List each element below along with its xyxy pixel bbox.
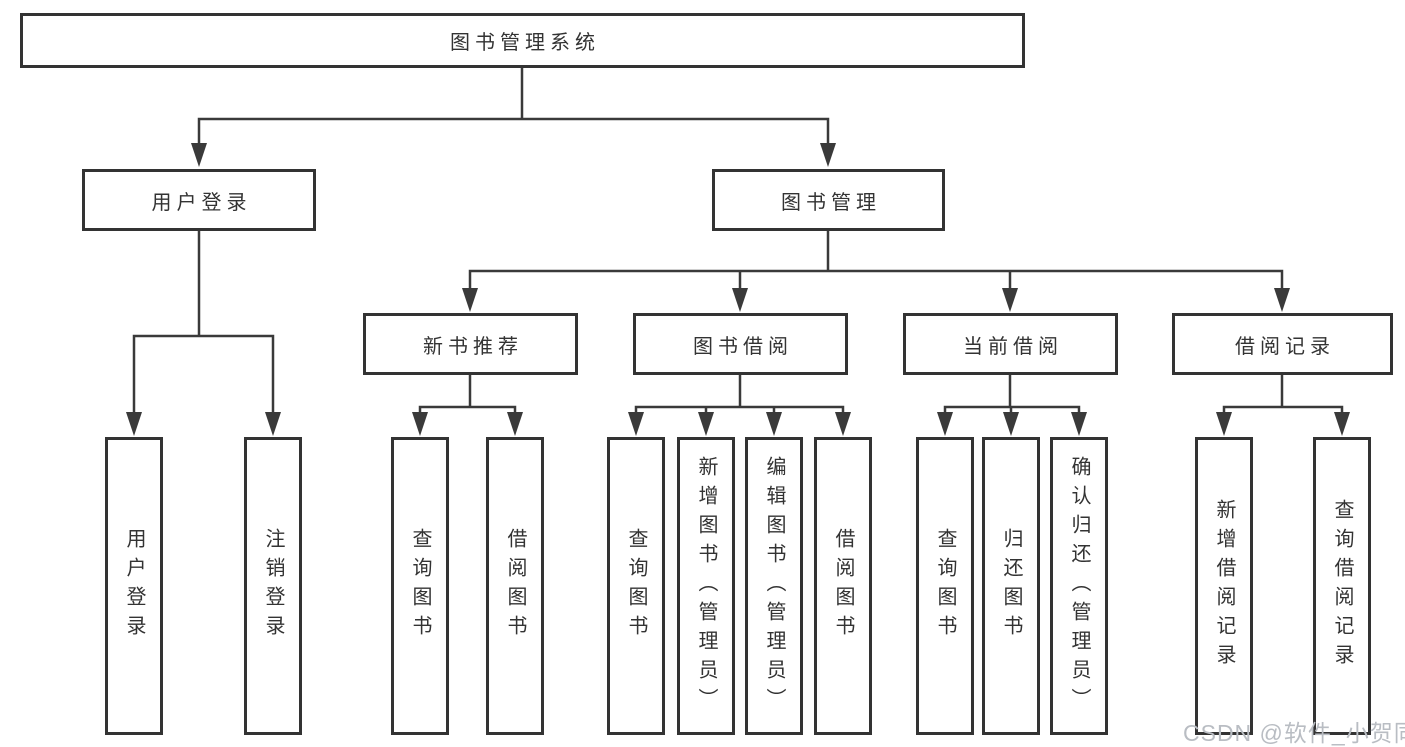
leaf-bb-borrow-books: 借阅图书	[814, 437, 872, 735]
leaf-cb-query-books: 查询图书	[916, 437, 974, 735]
leaf-cb-return-books: 归还图书	[982, 437, 1040, 735]
node-root: 图书管理系统	[20, 13, 1025, 68]
arrowhead	[766, 412, 782, 436]
node-user-login: 用户登录	[82, 169, 316, 231]
edge-records-to-leaves	[1222, 373, 1344, 417]
arrowhead	[835, 412, 851, 436]
arrowhead	[1334, 412, 1350, 436]
arrowhead	[1274, 288, 1290, 312]
node-borrow-records: 借阅记录	[1172, 313, 1393, 375]
edge-bookborrow-to-leaves	[634, 373, 845, 417]
leaf-user-login: 用户登录	[105, 437, 163, 735]
node-book-mgmt: 图书管理	[712, 169, 945, 231]
arrowhead	[698, 412, 714, 436]
arrowhead	[1071, 412, 1087, 436]
arrowhead	[820, 143, 836, 167]
arrowhead	[732, 288, 748, 312]
arrowhead	[507, 412, 523, 436]
leaf-nb-query-books: 查询图书	[391, 437, 449, 735]
arrowhead	[1002, 288, 1018, 312]
leaf-bb-query-books: 查询图书	[607, 437, 665, 735]
edge-root-to-level1	[197, 66, 830, 148]
arrowhead	[412, 412, 428, 436]
leaf-cb-confirm-return-admin: 确认归还（管理员）	[1050, 437, 1108, 735]
arrowhead	[1003, 412, 1019, 436]
edge-currentborrow-to-leaves	[943, 373, 1081, 417]
edge-login-to-leaves	[132, 229, 275, 417]
leaf-logout: 注销登录	[244, 437, 302, 735]
arrowhead	[937, 412, 953, 436]
arrowhead	[1216, 412, 1232, 436]
leaf-br-add-record: 新增借阅记录	[1195, 437, 1253, 735]
edge-newbooks-to-leaves	[418, 373, 517, 417]
edge-mgmt-to-level2	[468, 229, 1284, 293]
leaf-bb-add-books-admin: 新增图书（管理员）	[677, 437, 735, 735]
node-new-books: 新书推荐	[363, 313, 578, 375]
leaf-bb-edit-books-admin: 编辑图书（管理员）	[745, 437, 803, 735]
arrowhead	[191, 143, 207, 167]
arrowhead	[462, 288, 478, 312]
leaf-nb-borrow-books: 借阅图书	[486, 437, 544, 735]
arrowhead	[126, 412, 142, 436]
arrowhead	[265, 412, 281, 436]
node-book-borrow: 图书借阅	[633, 313, 848, 375]
leaf-br-query-record: 查询借阅记录	[1313, 437, 1371, 735]
node-current-borrow: 当前借阅	[903, 313, 1118, 375]
arrowhead	[628, 412, 644, 436]
watermark: CSDN @软件_小贺同学	[1183, 720, 1405, 746]
